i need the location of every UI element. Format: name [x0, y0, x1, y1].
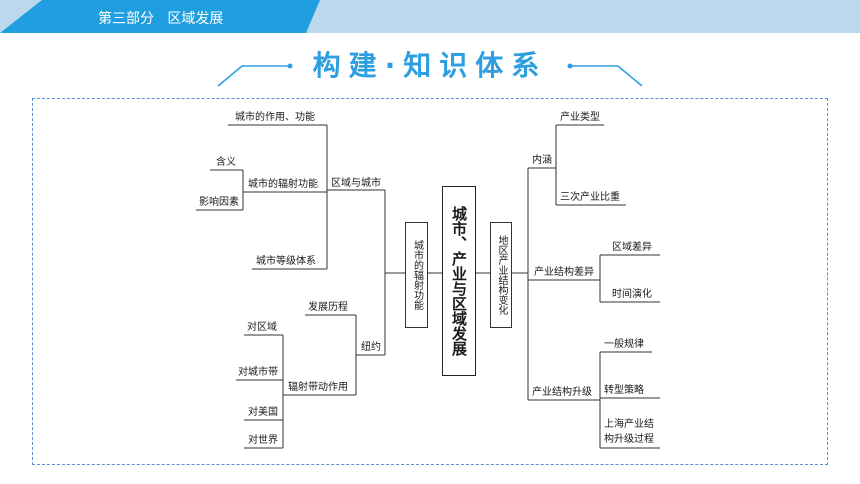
- node-fushe-daidong: 辐射带动作用: [288, 382, 348, 393]
- node-chanye-shengji: 产业结构升级: [532, 387, 592, 398]
- node-neihan: 内涵: [532, 155, 552, 166]
- node-fazhan-licheng: 发展历程: [308, 302, 348, 313]
- node-dui-shijie: 对世界: [248, 435, 278, 446]
- node-shanghai-line2: 构升级过程: [604, 434, 654, 445]
- node-shanghai-line1: 上海产业结: [604, 419, 654, 430]
- node-zhuanxing-celue: 转型策略: [604, 385, 644, 396]
- title-left-dot: [287, 63, 293, 69]
- node-chanye-chayi: 产业结构差异: [534, 267, 594, 278]
- node-hanyi: 含义: [216, 157, 236, 168]
- left-hub-label: 城市的辐射功能: [411, 240, 423, 310]
- node-chengshi-dengji: 城市等级体系: [256, 256, 316, 267]
- page-title: 构建·知识体系: [312, 49, 548, 82]
- diagram-frame: [32, 98, 828, 465]
- title-right-dot: [567, 63, 573, 69]
- right-hub-label: 地区产业结构变化: [496, 235, 507, 315]
- center-topic: 城市、产业与区域发展: [450, 206, 468, 356]
- title-right-line: [572, 65, 643, 87]
- title-left-line: [217, 65, 288, 87]
- title-decoration: [217, 63, 643, 87]
- node-niuyue: 纽约: [361, 342, 381, 353]
- center-topic-box: 城市、产业与区域发展: [442, 186, 476, 376]
- node-quyu-yu-chengshi: 区域与城市: [331, 178, 381, 189]
- node-dui-meiguo: 对美国: [248, 407, 278, 418]
- node-yiban-guilv: 一般规律: [604, 339, 644, 350]
- node-chengshi-zuoyong: 城市的作用、功能: [235, 112, 315, 123]
- section-tab: 第三部分 区域发展: [0, 0, 320, 33]
- node-sanci-bizhong: 三次产业比重: [560, 192, 620, 203]
- header-bar: 第三部分 区域发展: [0, 0, 860, 33]
- connector-lines: [196, 124, 660, 449]
- section-label: 第三部分 区域发展: [98, 11, 224, 27]
- node-chanye-leixing: 产业类型: [560, 112, 600, 123]
- node-chengshi-fushe: 城市的辐射功能: [248, 179, 318, 190]
- left-hub-box: 城市的辐射功能: [405, 222, 428, 328]
- right-hub-box: 地区产业结构变化: [490, 222, 512, 328]
- node-yingxiang-yinsu: 影响因素: [199, 197, 239, 208]
- node-dui-chengshidai: 对城市带: [238, 367, 278, 378]
- node-quyu-chayi: 区域差异: [612, 242, 652, 253]
- node-shijian-yanhua: 时间演化: [612, 289, 652, 300]
- node-dui-quyu: 对区域: [247, 322, 277, 333]
